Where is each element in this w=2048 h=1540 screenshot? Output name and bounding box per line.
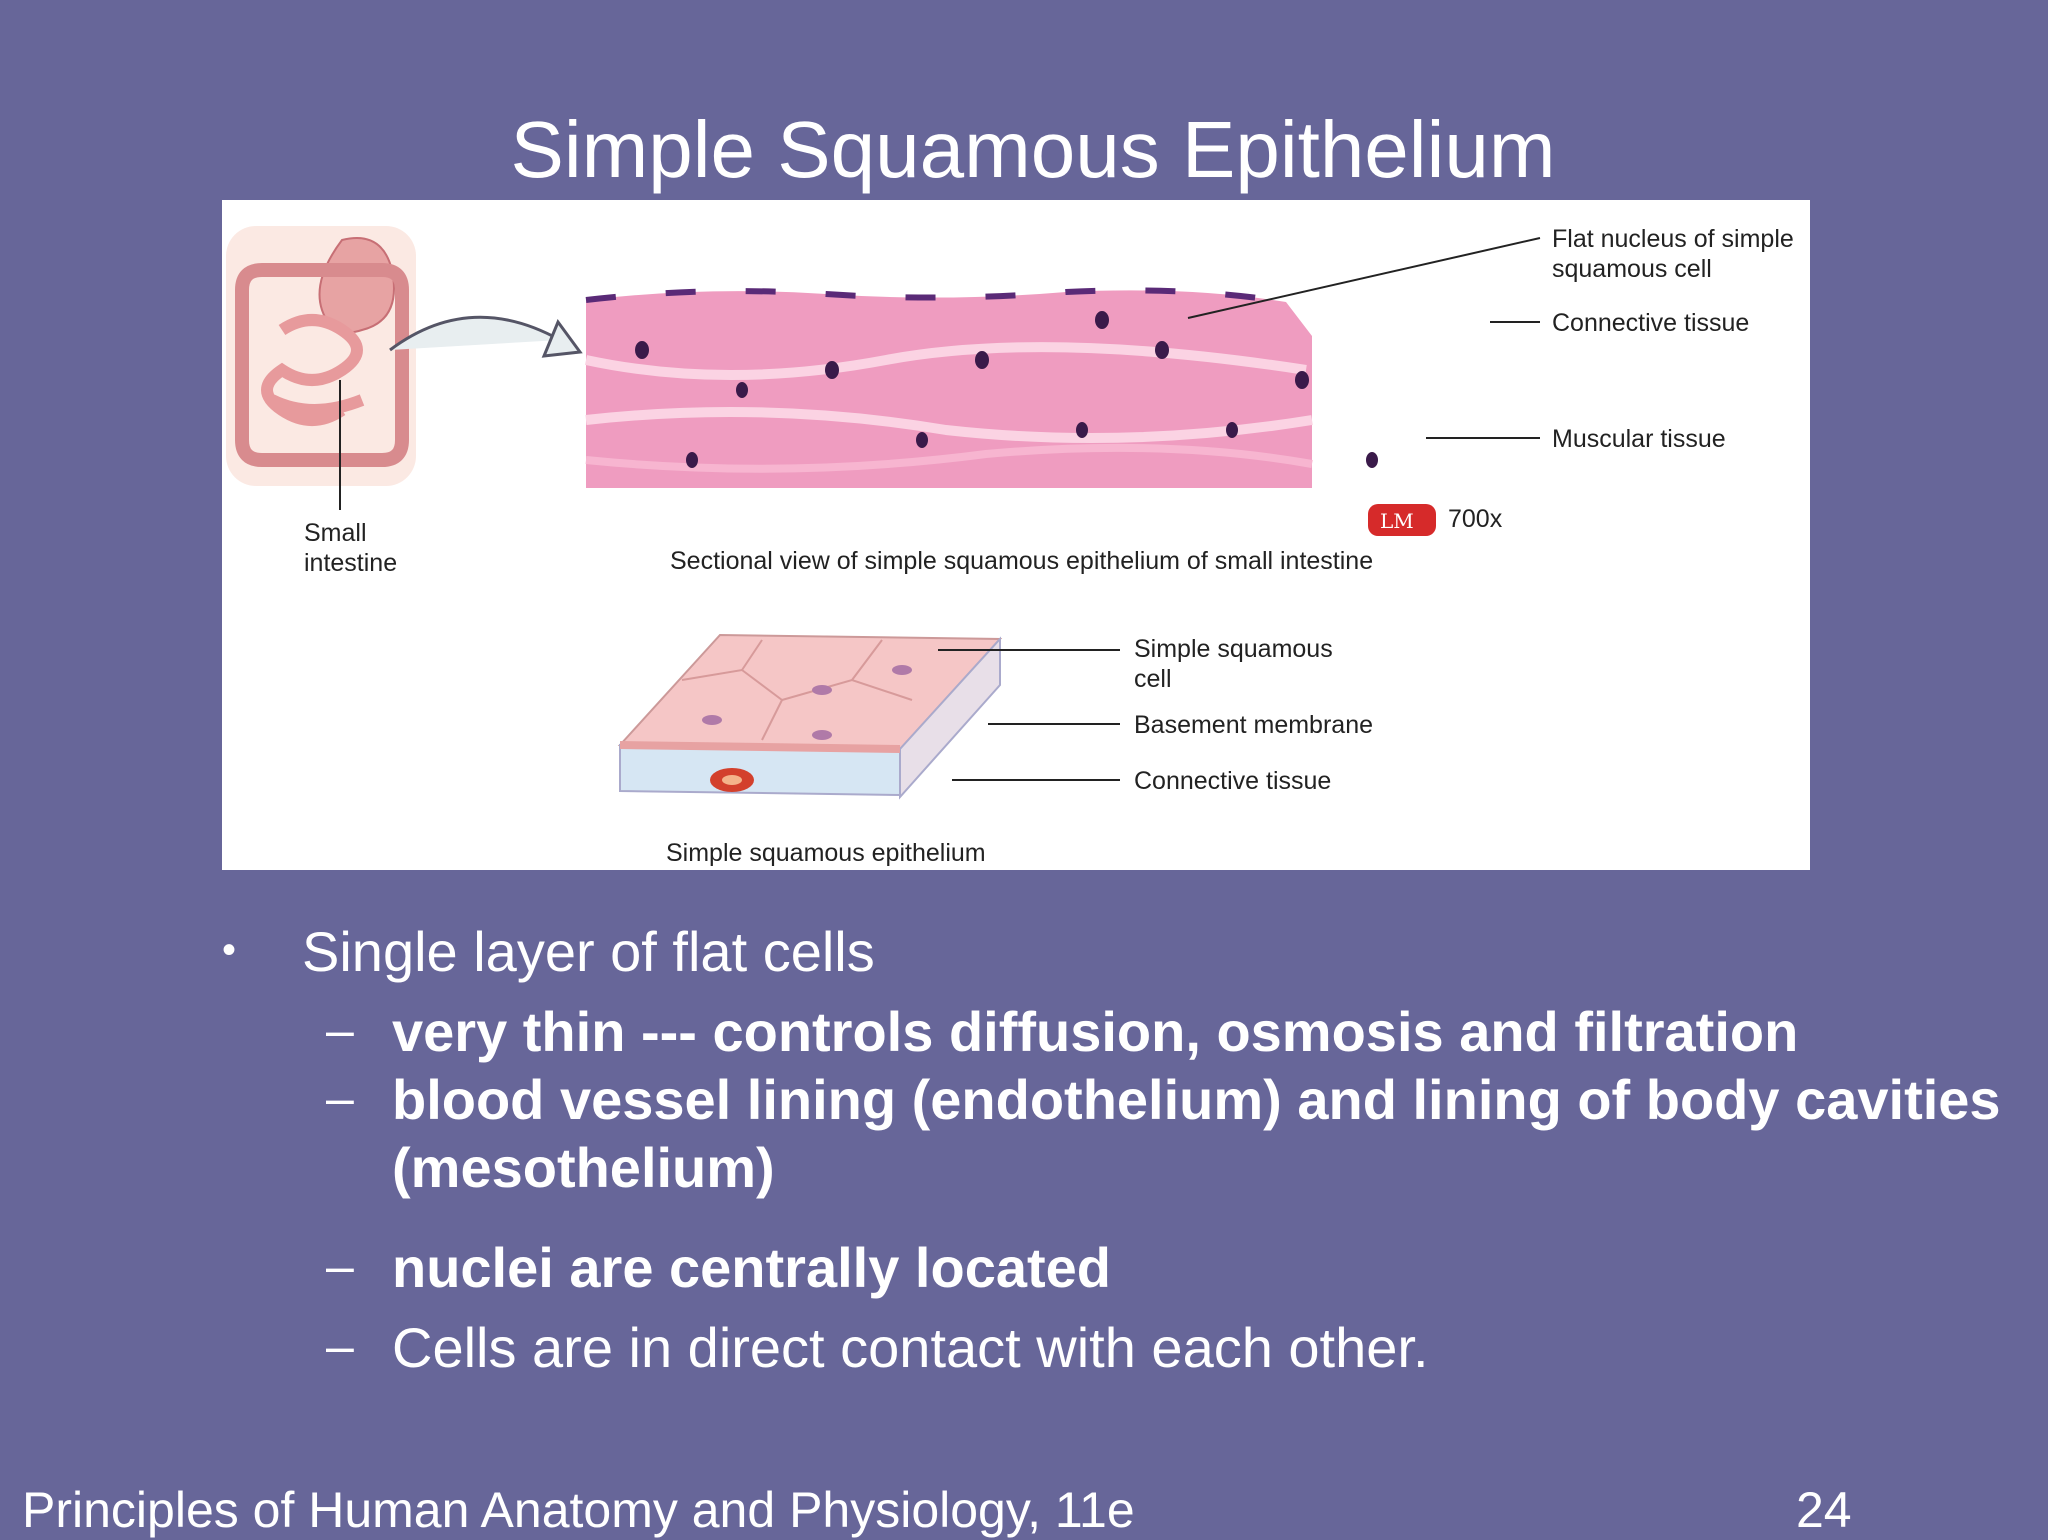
label-simple-squamous-cell-line1: Simple squamous [1134, 635, 1333, 663]
dash-marker-3: – [326, 1238, 354, 1294]
sub-bullet-1: very thin --- controls diffusion, osmosi… [392, 1000, 1799, 1063]
bullet-marker: • [222, 928, 237, 972]
organ-label-line1: Small [304, 519, 367, 547]
magnification: 700x [1448, 505, 1503, 533]
micrograph-caption: Sectional view of simple squamous epithe… [670, 547, 1374, 575]
figure-panel: Small intestine Flat nucleus of simple s… [222, 200, 1810, 870]
label-muscular-tissue: Muscular tissue [1552, 425, 1726, 453]
dash-marker-1: – [326, 1002, 354, 1058]
sub-bullet-3: nuclei are centrally located [392, 1236, 1111, 1299]
sub-bullet-2-line2: (mesothelium) [392, 1136, 775, 1199]
page-number: 24 [1796, 1482, 1852, 1538]
label-basement-membrane: Basement membrane [1134, 711, 1374, 739]
label-flat-nucleus-line1: Flat nucleus of simple [1552, 225, 1794, 253]
micrograph-image [584, 287, 1378, 488]
figure-illustration [226, 226, 1541, 800]
lm-badge-text: LM [1380, 509, 1414, 533]
sub-bullet-2-line1: blood vessel lining (endothelium) and li… [392, 1068, 2001, 1131]
label-connective-tissue-diagram: Connective tissue [1134, 767, 1332, 795]
label-flat-nucleus-line2: squamous cell [1552, 255, 1712, 283]
sub-bullet-4: Cells are in direct contact with each ot… [392, 1316, 1429, 1379]
dash-marker-4: – [326, 1318, 354, 1374]
lm-badge-background [1368, 504, 1436, 536]
slide-title: Simple Squamous Epithelium [510, 105, 1556, 194]
bullet-main: Single layer of flat cells [302, 920, 875, 983]
footer-book-title: Principles of Human Anatomy and Physiolo… [22, 1482, 1135, 1538]
small-intestine-illustration [226, 226, 416, 510]
label-simple-squamous-cell-line2: cell [1134, 665, 1172, 693]
simple-squamous-diagram [617, 633, 1003, 800]
label-connective-tissue-micrograph: Connective tissue [1552, 309, 1750, 337]
organ-label-line2: intestine [304, 549, 398, 577]
diagram-caption: Simple squamous epithelium [666, 839, 986, 867]
dash-marker-2: – [326, 1070, 354, 1126]
